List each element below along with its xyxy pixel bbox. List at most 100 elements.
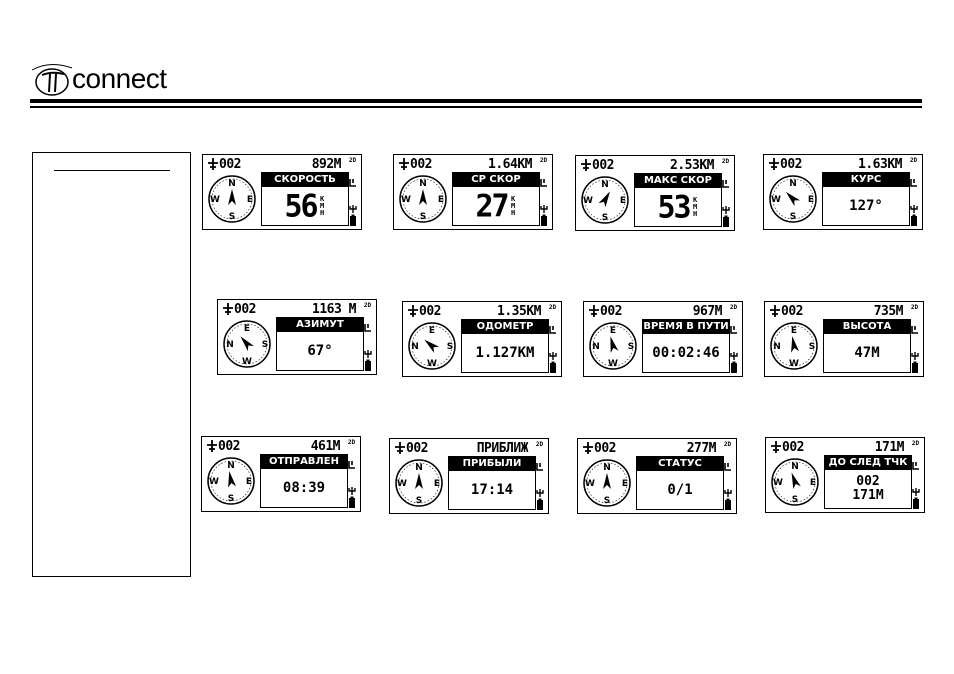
- value-line-2: 171М: [852, 488, 884, 503]
- waypoint-flag-icon: [583, 442, 593, 454]
- data-field-panel: СТАТУС 0/1: [636, 456, 724, 510]
- compass-label: W: [209, 477, 219, 487]
- compass-label: W: [427, 359, 437, 369]
- device-screen-4: 002 1.63КМ 2D N E S W КУРС 127°: [763, 154, 923, 230]
- compass-label: N: [419, 179, 427, 189]
- compass-label: E: [247, 195, 253, 205]
- header-rule-thick: [30, 99, 922, 103]
- status-icons: [912, 462, 920, 509]
- sidebar-rule: [54, 170, 170, 171]
- data-field-header: АЗИМУТ: [277, 318, 363, 332]
- fix-mode-indicator: 2D: [539, 157, 548, 164]
- device-screen-11: 002 277М 2D N E S W СТАТУС 0/1: [577, 438, 737, 514]
- data-field-value: 1.127КМ: [475, 345, 535, 361]
- waypoint-number: 002: [219, 157, 241, 172]
- distance-readout: 277М: [686, 441, 717, 456]
- compass-label: W: [401, 195, 411, 205]
- waypoint-number: 002: [780, 157, 802, 172]
- status-icons: [536, 463, 544, 510]
- waypoint-number: 002: [406, 441, 428, 456]
- waypoint-number: 002: [782, 440, 804, 455]
- compass-label: S: [420, 212, 426, 222]
- waypoint-number: 002: [600, 304, 622, 319]
- logo-emblem-icon: [31, 64, 73, 96]
- compass-label: W: [608, 359, 618, 369]
- compass-label: N: [226, 340, 234, 350]
- compass-label: E: [622, 479, 628, 489]
- compass-label: N: [789, 179, 797, 189]
- compass-label: S: [602, 213, 608, 223]
- waypoint-number: 002: [419, 304, 441, 319]
- waypoint-flag-icon: [208, 158, 218, 170]
- fix-mode-indicator: 2D: [348, 157, 357, 164]
- waypoint-flag-icon: [589, 305, 599, 317]
- fix-mode-indicator: 2D: [535, 441, 544, 448]
- distance-readout: 967М: [692, 304, 723, 319]
- waypoint-flag-icon: [395, 442, 405, 454]
- data-field-header: СКОРОСТЬ: [262, 173, 348, 187]
- compass-label: W: [210, 195, 220, 205]
- compass-label: W: [583, 196, 593, 206]
- device-screen-8: 002 735М 2D E S W N ВЫСОТА 47М: [764, 301, 924, 377]
- compass-dial-icon: N E S W: [581, 176, 629, 224]
- data-field-header: СТАТУС: [637, 457, 723, 471]
- compass-label: E: [246, 477, 252, 487]
- status-icons: [549, 326, 557, 373]
- compass-label: E: [808, 195, 814, 205]
- status-icons: [724, 463, 732, 510]
- waypoint-flag-icon: [223, 303, 233, 315]
- status-icons: [540, 179, 548, 226]
- compass-dial-icon: N E S W: [395, 459, 443, 507]
- waypoint-flag-icon: [769, 158, 779, 170]
- fix-mode-indicator: 2D: [729, 304, 738, 311]
- distance-readout: 171М: [874, 440, 905, 455]
- fix-mode-indicator: 2D: [911, 440, 920, 447]
- compass-label: E: [434, 479, 440, 489]
- compass-dial-icon: N E S W: [208, 175, 256, 223]
- data-field-panel: ОТПРАВЛЕН 08:39: [260, 454, 348, 508]
- compass-dial-icon: E S W N: [223, 320, 271, 368]
- compass-dial-icon: N E S W: [771, 458, 819, 506]
- fix-mode-indicator: 2D: [910, 304, 919, 311]
- compass-label: N: [228, 179, 236, 189]
- compass-label: S: [790, 212, 796, 222]
- compass-dial-icon: E S W N: [408, 322, 456, 370]
- fix-mode-indicator: 2D: [723, 441, 732, 448]
- data-field-value: 0/1: [667, 482, 693, 498]
- compass-dial-icon: E S W N: [770, 322, 818, 370]
- compass-label: N: [592, 342, 600, 352]
- compass-label: S: [628, 342, 634, 352]
- distance-readout: 1.64КМ: [488, 157, 532, 172]
- waypoint-flag-icon: [581, 159, 591, 171]
- data-field-panel: ВЫСОТА 47М: [823, 319, 911, 373]
- data-field-header: ОТПРАВЛЕН: [261, 455, 347, 469]
- header-rule-thin: [30, 106, 922, 108]
- compass-label: E: [610, 326, 616, 336]
- data-field-value: 67°: [307, 343, 333, 359]
- distance-readout: 1.35КМ: [497, 304, 541, 319]
- compass-label: S: [809, 342, 815, 352]
- waypoint-number: 002: [594, 441, 616, 456]
- compass-label: N: [227, 461, 235, 471]
- fix-mode-indicator: 2D: [363, 302, 372, 309]
- status-icons: [722, 180, 730, 227]
- compass-label: S: [229, 212, 235, 222]
- compass-label: W: [771, 195, 781, 205]
- data-field-value: 08:39: [282, 480, 326, 496]
- compass-label: S: [604, 496, 610, 506]
- data-field-header: МАКС СКОР: [635, 174, 721, 188]
- data-field-value: 47М: [854, 345, 880, 361]
- fix-mode-indicator: 2D: [909, 157, 918, 164]
- waypoint-number: 002: [781, 304, 803, 319]
- brand-logo: connect: [30, 62, 190, 98]
- compass-label: N: [773, 342, 781, 352]
- compass-label: W: [242, 357, 252, 367]
- distance-readout: 892M: [311, 157, 342, 172]
